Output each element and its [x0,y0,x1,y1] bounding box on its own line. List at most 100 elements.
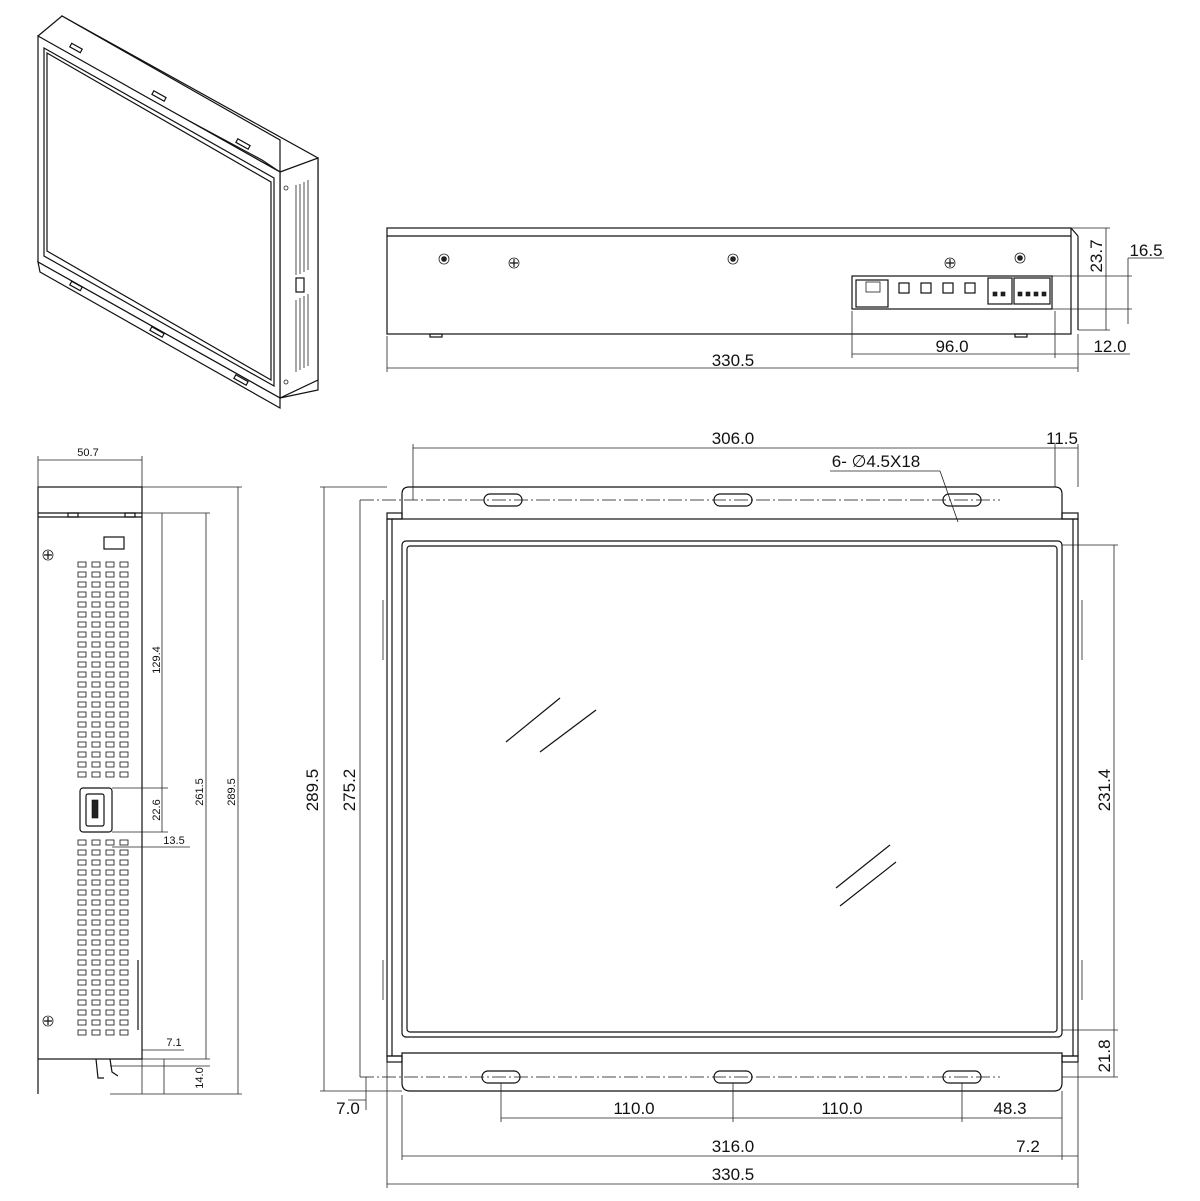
vent-slot [105,691,115,698]
dim-top-right-offset: 12.0 [1093,337,1126,356]
vent-slot [91,919,101,926]
vent-slot [119,949,129,956]
dim-front-right-offset: 11.5 [1046,429,1078,448]
vent-slot [91,909,101,916]
vent-slot [105,869,115,876]
dim-side-usb-height: 22.6 [151,799,163,820]
vent-slot [77,621,87,628]
vent-slot [91,661,101,668]
vent-slot [77,661,87,668]
vent-slot [105,561,115,568]
vent-slot [77,999,87,1006]
vent-slot [105,771,115,778]
vent-slot [105,751,115,758]
vent-slot [77,721,87,728]
vent-slot [105,681,115,688]
vent-slot [91,949,101,956]
dim-side-total-height: 289.5 [226,778,238,806]
vent-slot [119,611,129,618]
vent-slot [77,949,87,956]
vent-slot [77,839,87,846]
side-view: 50.7 129.4 22.6 13.5 261.5 289.5 7.1 14.… [37,447,242,1095]
dim-side-bottom: 14.0 [194,1067,206,1088]
dim-top-height: 23.7 [1087,239,1106,272]
vent-slot [105,761,115,768]
dim-hole-pitch-1: 110.0 [613,1099,654,1118]
vent-slot [105,959,115,966]
vent-slot [77,869,87,876]
dim-top-total-width: 330.5 [712,351,755,370]
vent-slot [77,1009,87,1016]
vent-slot [91,651,101,658]
vent-slot [105,979,115,986]
dim-front-left-offset: 7.0 [336,1099,360,1118]
vent-slot [119,909,129,916]
vent-slot [119,999,129,1006]
vent-slot [91,611,101,618]
front-view: 306.0 11.5 6- ∅4.5X18 289.5 275.2 231.4 … [303,429,1118,1188]
vent-slot [119,701,129,708]
vent-slot [105,849,115,856]
vent-slot [119,879,129,886]
vent-slot [77,671,87,678]
vent-slot [119,1009,129,1016]
vent-slot [105,859,115,866]
top-view: 330.5 96.0 12.0 23.7 16.5 [386,227,1164,372]
vent-slot [91,581,101,588]
vent-slot [77,1019,87,1026]
vent-slot [77,761,87,768]
vent-slot [91,869,101,876]
vent-slot [119,919,129,926]
vent-slot [77,879,87,886]
vent-slot [119,601,129,608]
vent-slot [119,721,129,728]
vent-slot [91,631,101,638]
vent-slot [91,939,101,946]
vent-slot [105,581,115,588]
vent-slot [77,601,87,608]
vent-slot [77,731,87,738]
vent-slot [91,591,101,598]
dim-hole-pitch-2: 110.0 [821,1099,862,1118]
vent-slot [77,771,87,778]
vent-slot [77,591,87,598]
vent-slot [119,671,129,678]
vent-slot [77,979,87,986]
vent-slot [105,889,115,896]
vent-slot [105,989,115,996]
vent-slot [119,859,129,866]
dim-hole-right: 48.3 [993,1099,1026,1118]
vent-slot [77,969,87,976]
vent-slot [91,839,101,846]
vent-slot [77,611,87,618]
vent-slot [91,849,101,856]
vent-slot [77,741,87,748]
vent-slot [77,919,87,926]
dim-side-depth: 50.7 [77,447,98,459]
vent-slot [91,959,101,966]
vent-slot [119,969,129,976]
vent-slot [105,591,115,598]
vent-slot [105,1029,115,1036]
vent-slot [91,879,101,886]
vent-slot [119,561,129,568]
vent-slot [105,939,115,946]
vent-slot [91,641,101,648]
vent-slot [91,859,101,866]
vent-slot [91,771,101,778]
vent-slot [105,879,115,886]
vent-slot [105,711,115,718]
vent-slot [77,701,87,708]
vent-slot [77,751,87,758]
dim-side-usb-depth: 13.5 [163,835,184,847]
dim-front-active-height: 231.4 [1095,769,1114,812]
vent-slot [119,899,129,906]
vent-slot [105,621,115,628]
vent-slot [119,939,129,946]
vent-slot [91,889,101,896]
vent-slot [91,989,101,996]
vent-slot [77,711,87,718]
isometric-view [37,14,319,410]
vent-slot [119,691,129,698]
